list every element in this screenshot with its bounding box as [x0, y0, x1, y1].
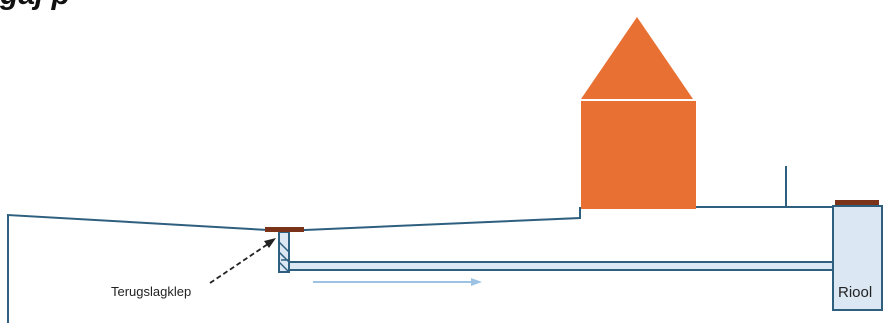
flow-arrow-icon: [313, 278, 482, 286]
sewer-pipe: [287, 261, 835, 271]
pointer-arrow: [209, 238, 276, 284]
check-valve: [278, 231, 290, 273]
check-valve-label: Terugslagklep: [111, 284, 192, 299]
valve-lid: [265, 227, 304, 232]
sewer-lid: [835, 200, 879, 205]
house-icon: [581, 17, 696, 209]
sewer-chamber: [832, 205, 883, 311]
sewer-label: Riool: [838, 284, 873, 301]
clipped-title: gaj p: [0, 0, 70, 12]
